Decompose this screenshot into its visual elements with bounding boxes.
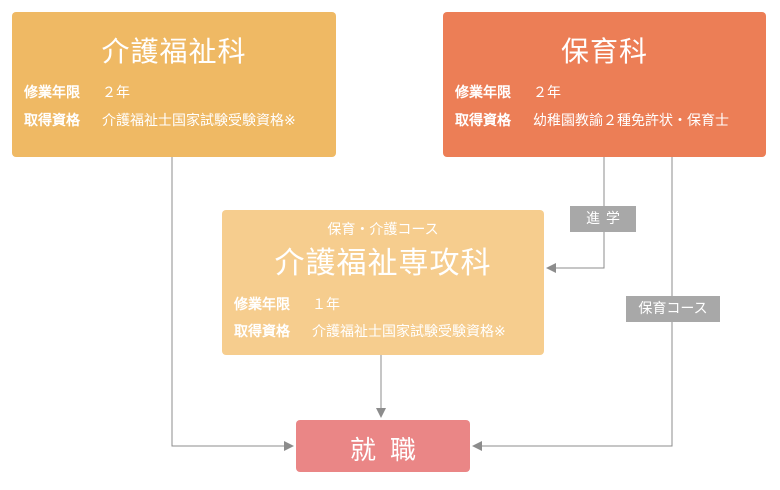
senkou-years-row: 修業年限 １年 [234,294,538,314]
hoiku-qualification-value: 幼稚園教諭２種免許状・保育士 [533,113,729,129]
senkou-years-label: 修業年限 [234,297,290,313]
connector-kaigo-to-shushoku [171,157,294,451]
connector-hoiku-to-senkou [546,157,605,273]
kaigo-qualification-row: 取得資格 介護福祉士国家試験受験資格※ [24,110,330,130]
senkou-years-value: １年 [312,297,340,313]
hoiku-years-value: ２年 [533,85,561,101]
hoiku-qualification-row: 取得資格 幼稚園教諭２種免許状・保育士 [455,110,760,130]
shingaku-tag: 進学 [570,206,636,232]
kaigo-qualification-label: 取得資格 [24,113,80,129]
senkou-qualification-row: 取得資格 介護福祉士国家試験受験資格※ [234,321,538,341]
senkou-qualification-value: 介護福祉士国家試験受験資格※ [312,324,506,340]
senkou-box: 保育・介護コース 介護福祉専攻科 修業年限 １年 取得資格 介護福祉士国家試験受… [222,210,544,355]
hoiku-years-label: 修業年限 [455,85,511,101]
kaigo-years-row: 修業年限 ２年 [24,82,330,102]
senkou-qualification-label: 取得資格 [234,324,290,340]
senkou-subtitle: 保育・介護コース [327,222,439,238]
shushoku-title: 就職 [349,436,430,466]
hoiku-title: 保育科 [560,35,648,68]
kaigo-years-label: 修業年限 [24,85,80,101]
senkou-title: 介護福祉専攻科 [274,246,492,281]
kaigo-box: 介護福祉科 修業年限 ２年 取得資格 介護福祉士国家試験受験資格※ [12,12,336,157]
hoiku-course-tag: 保育コース [626,296,720,322]
shushoku-box: 就職 [296,420,470,472]
hoiku-box: 保育科 修業年限 ２年 取得資格 幼稚園教諭２種免許状・保育士 [443,12,766,157]
hoiku-qualification-label: 取得資格 [455,113,511,129]
hoiku-years-row: 修業年限 ２年 [455,82,760,102]
kaigo-years-value: ２年 [102,85,130,101]
kaigo-title: 介護福祉科 [101,35,247,68]
connector-hoiku-to-shushoku [472,157,673,451]
kaigo-qualification-value: 介護福祉士国家試験受験資格※ [102,113,296,129]
